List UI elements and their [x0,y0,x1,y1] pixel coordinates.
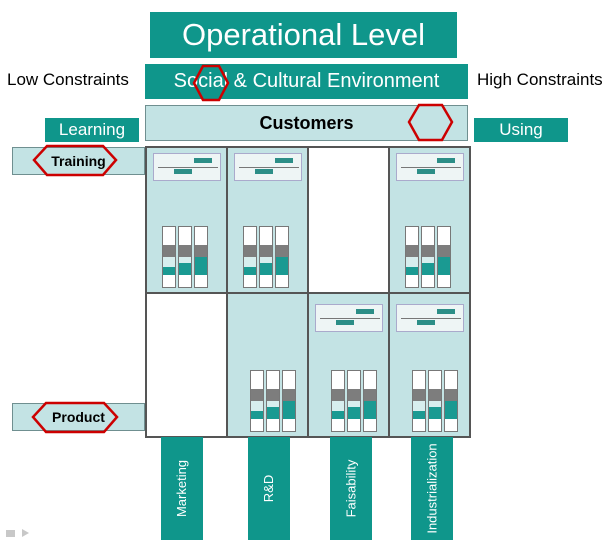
matrix-cell [389,293,470,437]
process-thumbnail [234,153,302,181]
process-thumbnail [315,304,383,332]
low-constraints-label: Low Constraints [7,70,129,89]
learning-tag: Learning [45,118,139,142]
column-tag-industrialization: Industrialization [411,437,453,540]
column-tag-rd: R&D [248,437,290,540]
matrix-cell [146,147,227,293]
indicator-stack [250,370,298,432]
matrix-cell [227,147,308,293]
row-label-product: Product [12,403,145,431]
matrix-cell [227,293,308,437]
matrix-cell-empty [308,147,389,293]
indicator-stack [162,226,210,288]
column-tag-marketing: Marketing [161,437,203,540]
slide-icon[interactable] [6,530,15,537]
matrix-cell [389,147,470,293]
matrix-cell [308,293,389,437]
column-tag-faisability: Faisability [330,437,372,540]
next-arrow-icon[interactable] [22,529,29,537]
highlight-hexagon [31,401,119,434]
indicator-stack [412,370,460,432]
process-thumbnail [153,153,221,181]
matrix-cell-empty [146,293,227,437]
customers-bar: Customers [145,105,468,141]
indicator-stack [243,226,291,288]
highlight-hexagon [192,64,230,102]
operational-level-title: Operational Level [150,12,457,58]
process-thumbnail [396,153,464,181]
indicator-stack [405,226,453,288]
using-tag: Using [474,118,568,142]
indicator-stack [331,370,379,432]
highlight-hexagon [32,144,118,177]
process-thumbnail [396,304,464,332]
highlight-hexagon [407,103,454,142]
matrix-grid [145,146,471,438]
high-constraints-label: High Constraints [477,70,603,89]
